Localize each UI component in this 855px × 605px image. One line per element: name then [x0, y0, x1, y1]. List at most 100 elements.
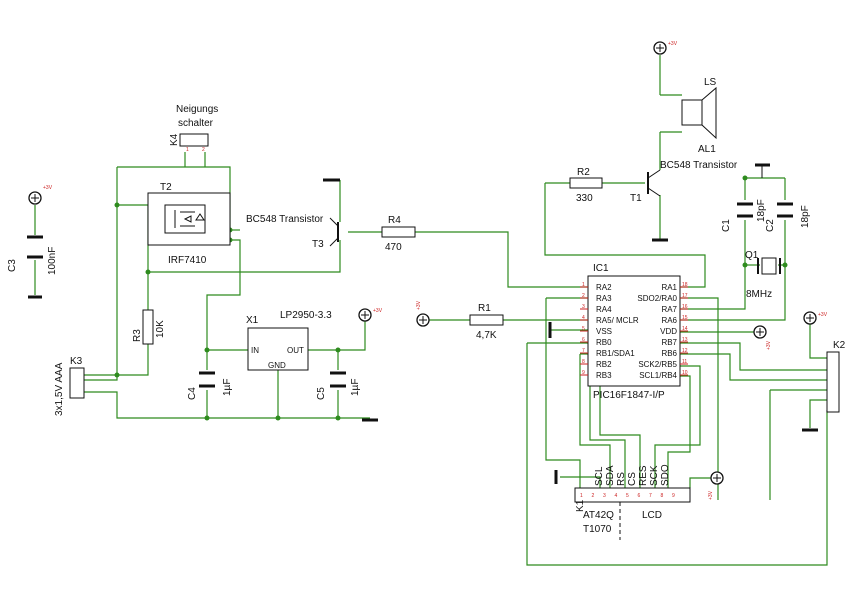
power-label: +3V — [416, 300, 422, 310]
ic1-pin-name: RB1/SDA1 — [596, 349, 635, 358]
ic1-pin-number: 3 — [582, 304, 585, 310]
power-plus3v-c3: +3V — [28, 185, 53, 205]
ic1-pin-number: 16 — [682, 304, 688, 310]
x1-pin-in: IN — [251, 346, 259, 355]
t1-ref: T1 — [630, 193, 642, 204]
ic1-ref: IC1 — [593, 263, 609, 274]
c3-ref: C3 — [7, 259, 18, 272]
lcd-part: T1070 — [583, 524, 612, 535]
k4-pin1: 1 — [186, 147, 189, 153]
k4-ref: K4 — [169, 133, 180, 146]
ic1-pin-number: 14 — [682, 326, 688, 332]
power-plus3v-k2: +3V — [803, 311, 828, 325]
wires — [34, 55, 828, 566]
r4-ref: R4 — [388, 215, 401, 226]
x1-value: LP2950-3.3 — [280, 310, 332, 321]
lcd-pin-number: 3 — [603, 493, 606, 499]
ls-speaker: LS AL1 — [660, 77, 717, 155]
c2-capacitor: C2 18pF — [765, 202, 811, 232]
ic1-pin-number: 1 — [582, 282, 585, 288]
q1-value: 8MHz — [746, 289, 772, 300]
r2-resistor: R2 330 — [569, 167, 603, 204]
power-symbols: +3V +3V +3V +3V +3V +3V — [28, 41, 828, 500]
c3-capacitor: C3 100nF — [7, 235, 58, 275]
t1-value: BC548 Transistor — [660, 160, 738, 171]
c4-ref: C4 — [187, 387, 198, 400]
lcd-pin-number: 4 — [615, 493, 618, 499]
ic1-pin-name: RA7 — [661, 305, 677, 314]
ic1-pin-number: 11 — [682, 359, 687, 365]
power-plus3v-r1: +3V — [416, 300, 430, 327]
ic1-pin-name: SCL1/RB4 — [639, 371, 677, 380]
ic1-pin-name: SDO2/RA0 — [637, 294, 677, 303]
t3-value: BC548 Transistor — [246, 214, 324, 225]
ic1-pin-name: RB0 — [596, 338, 612, 347]
ic1-pin-number: 13 — [682, 337, 688, 343]
k4-label-line2: schalter — [178, 118, 214, 129]
lcd-pin-number: 5 — [626, 493, 629, 499]
ground-symbols — [28, 163, 818, 484]
ic1-pin-name: SCK2/RB5 — [638, 360, 677, 369]
ic1-pin-number: 2 — [582, 293, 585, 299]
c4-value: 1µF — [222, 379, 233, 396]
r1-ref: R1 — [478, 303, 491, 314]
k2-ref: K2 — [833, 340, 846, 351]
c1-ref: C1 — [721, 219, 732, 232]
r2-ref: R2 — [577, 167, 590, 178]
power-plus3v-ls: +3V — [653, 41, 678, 55]
t2-value: IRF7410 — [168, 255, 207, 266]
ls-ref: LS — [704, 77, 717, 88]
c4-capacitor: C4 1µF — [187, 371, 233, 400]
c3-value: 100nF — [47, 247, 58, 275]
c5-ref: C5 — [316, 387, 327, 400]
k4-pin2: 2 — [202, 147, 205, 153]
x1-regulator: X1 LP2950-3.3 IN OUT GND — [246, 310, 332, 371]
lcd-model: AT42Q — [583, 510, 614, 521]
power-plus3v-x1: +3V — [358, 308, 383, 322]
ic1-pin-name: RA3 — [596, 294, 612, 303]
ic1-pin-name: RA1 — [661, 283, 677, 292]
lcd-pin-label: SDA — [605, 465, 616, 486]
lcd-pin-label: RS — [616, 472, 627, 486]
c5-value: 1µF — [350, 379, 361, 396]
lcd-pin-label: CS — [627, 472, 638, 486]
ic1-pin-number: 6 — [582, 337, 585, 343]
t3-ref: T3 — [312, 239, 324, 250]
c2-value: 18pF — [800, 205, 811, 228]
lcd-name: LCD — [642, 510, 662, 521]
lcd-pin-number: 8 — [661, 493, 664, 499]
ic1-pin-number: 5 — [582, 326, 585, 332]
power-label: +3V — [818, 312, 828, 318]
lcd-pin-label: SCL — [594, 466, 605, 486]
q1-ref: Q1 — [745, 250, 759, 261]
ic1-pin-number: 9 — [582, 370, 585, 376]
lcd-pin-number: 6 — [638, 493, 641, 499]
x1-ref: X1 — [246, 315, 259, 326]
ic1-pin-number: 7 — [582, 348, 585, 354]
ls-value: AL1 — [698, 144, 716, 155]
lcd-pin-number: 1 — [580, 493, 583, 499]
ic1-pin-name: RB7 — [661, 338, 677, 347]
c1-capacitor: C1 18pF — [721, 199, 767, 232]
ic1-pin-number: 18 — [682, 282, 688, 288]
r3-value: 10K — [155, 320, 166, 338]
ic1-pin-number: 10 — [682, 370, 688, 376]
ic1-pin-name: RB3 — [596, 371, 612, 380]
ic1-pin-number: 8 — [582, 359, 585, 365]
t2-ref: T2 — [160, 182, 172, 193]
c1-value: 18pF — [756, 199, 767, 222]
ic1-pin-number: 17 — [682, 293, 688, 299]
power-label: +3V — [43, 185, 53, 191]
ic1-pin-name: RA5/ MCLR — [596, 316, 639, 325]
ic1-pin-name: RA6 — [661, 316, 677, 325]
x1-pin-out: OUT — [287, 346, 304, 355]
power-label: +3V — [766, 340, 772, 350]
lcd-pin-number: 7 — [649, 493, 652, 499]
power-plus3v-lcd: +3V — [708, 471, 724, 500]
ic1-pin-name: RA4 — [596, 305, 612, 314]
